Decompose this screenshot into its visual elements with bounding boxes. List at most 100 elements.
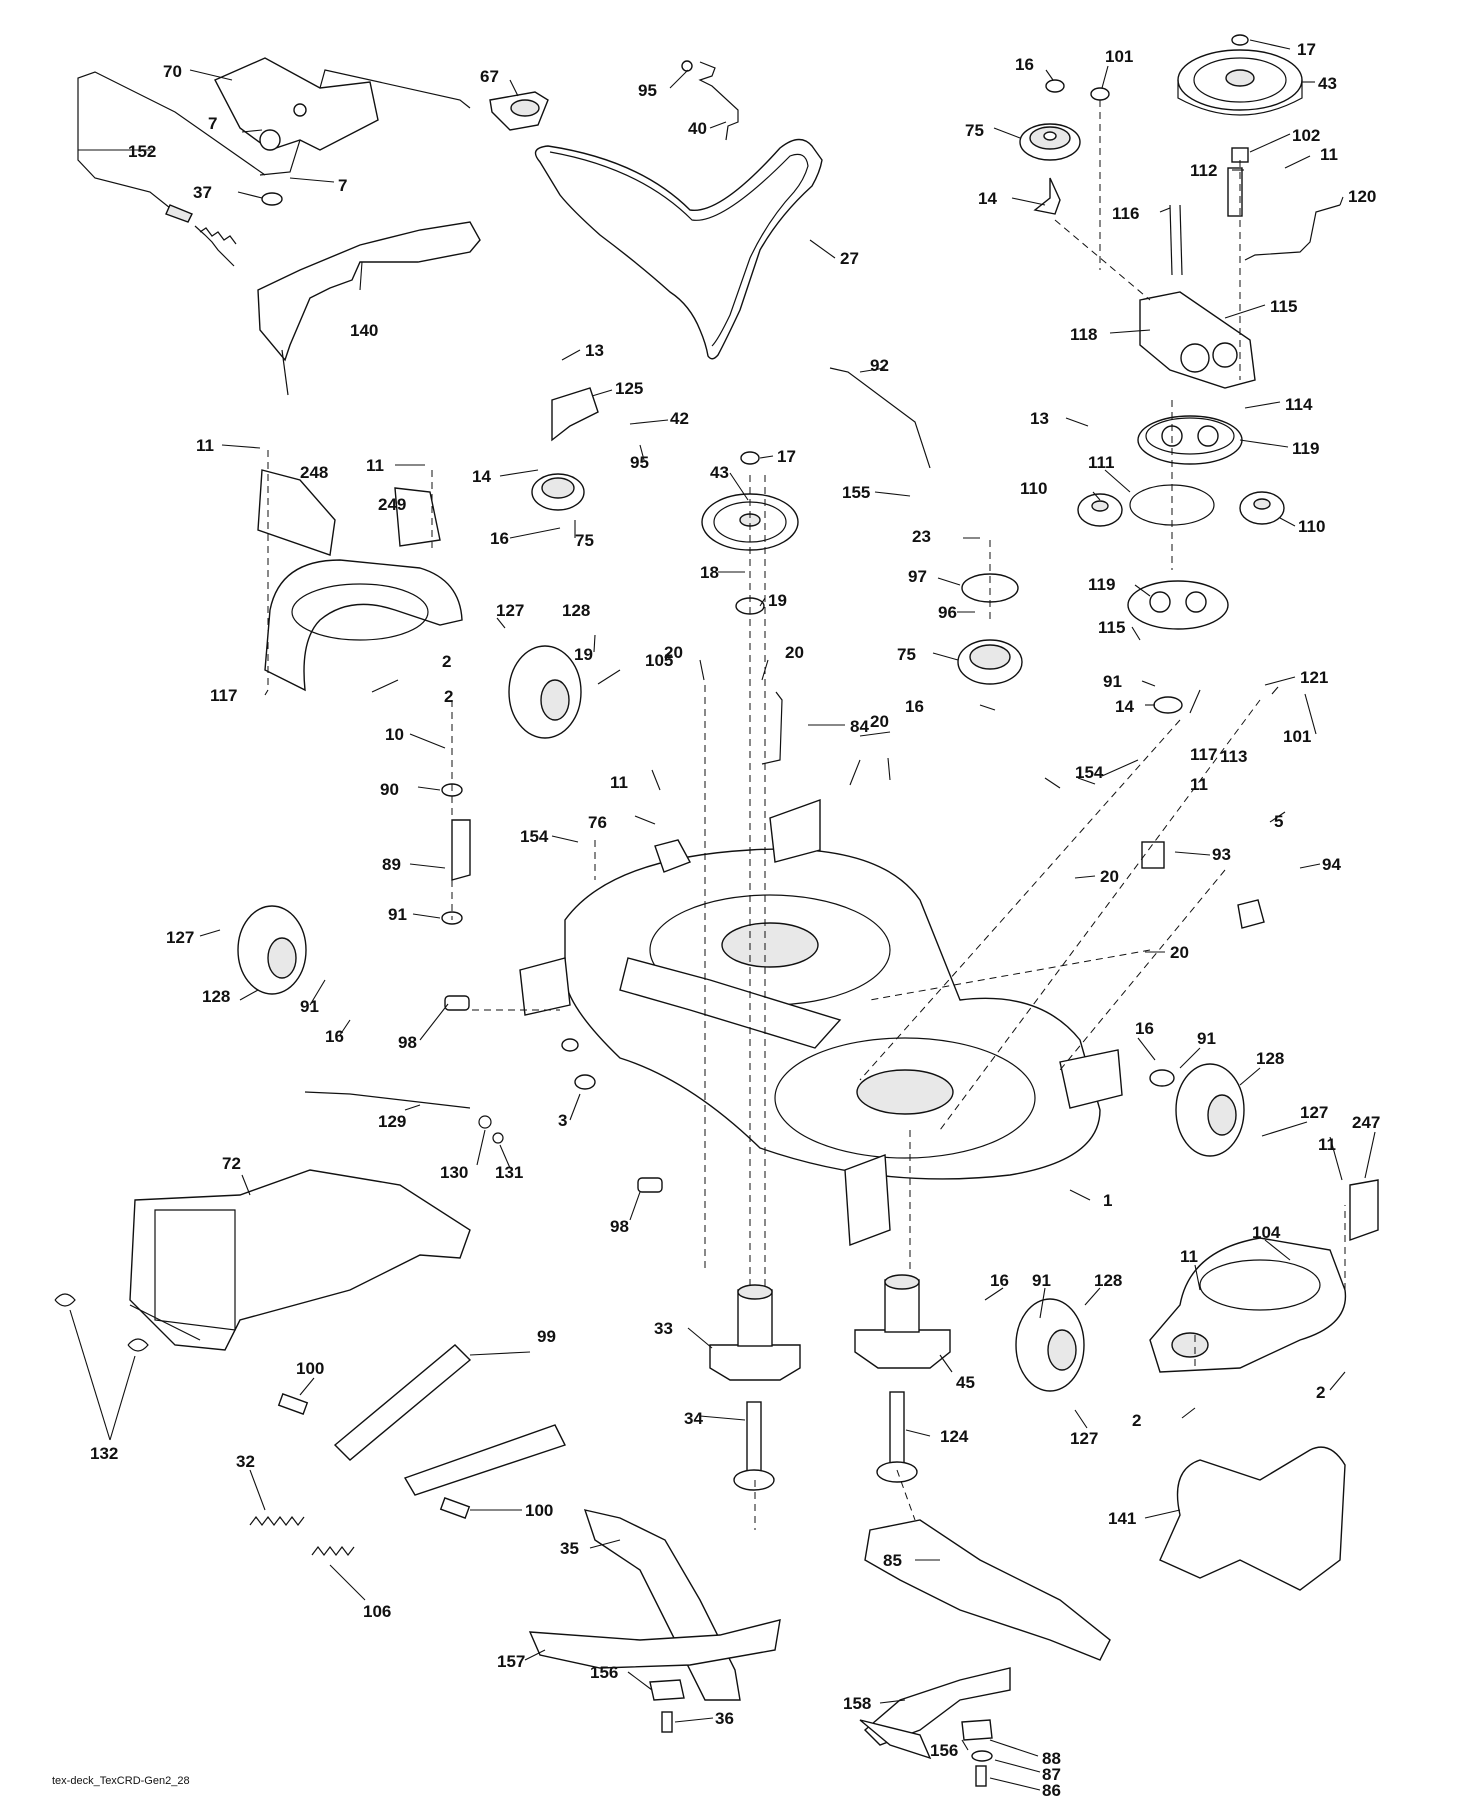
callout: 97 xyxy=(908,567,927,586)
nut-3b xyxy=(561,1038,579,1052)
callout: 154 xyxy=(520,827,549,846)
callout: 127 xyxy=(1070,1429,1098,1448)
callout: 11 xyxy=(196,436,214,455)
belt-guard-105 xyxy=(264,559,463,692)
callout: 104 xyxy=(1252,1223,1281,1242)
callout: 35 xyxy=(560,1539,579,1558)
callout: 18 xyxy=(700,563,719,582)
callout: 90 xyxy=(380,780,399,799)
callout: 248 xyxy=(300,463,328,482)
callout: 127 xyxy=(1300,1103,1328,1122)
blade-85 xyxy=(864,1519,1111,1661)
callout: 37 xyxy=(193,183,212,202)
bracket-125 xyxy=(551,387,599,442)
callout: 152 xyxy=(128,142,156,161)
callout-labels: 70 67 95 40 16 101 17 43 7 152 7 37 75 1… xyxy=(90,40,1380,1797)
callout: 127 xyxy=(496,601,524,620)
callout: 40 xyxy=(688,119,707,138)
gear-119-bottom xyxy=(1127,580,1229,630)
callout: 128 xyxy=(1256,1049,1284,1068)
callout: 115 xyxy=(1270,297,1297,316)
spring-120 xyxy=(1244,204,1341,261)
callout: 11 xyxy=(610,773,628,792)
callout: 121 xyxy=(1300,668,1328,687)
callout: 23 xyxy=(912,527,931,546)
callout: 7 xyxy=(208,114,217,133)
idler-75-right xyxy=(957,639,1023,685)
callout: 118 xyxy=(1070,325,1097,344)
spring-32 xyxy=(249,1516,305,1526)
callout: 43 xyxy=(710,463,729,482)
callout: 89 xyxy=(382,855,401,874)
callout: 14 xyxy=(472,467,491,486)
callout: 111 xyxy=(1088,453,1115,472)
callout: 16 xyxy=(990,1271,1009,1290)
callout: 110 xyxy=(1298,517,1325,536)
drive-belt xyxy=(534,138,823,360)
idler-75-left xyxy=(531,473,585,511)
wheel-128-b xyxy=(237,905,307,995)
washer-91-c xyxy=(1149,1069,1175,1087)
callout: 112 xyxy=(1190,161,1217,180)
callout: 43 xyxy=(1318,74,1337,93)
callout: 20 xyxy=(1100,867,1119,886)
callout: 91 xyxy=(1103,672,1122,691)
callout: 249 xyxy=(378,495,406,514)
callout: 100 xyxy=(525,1501,553,1520)
fitting-98-a xyxy=(444,995,470,1011)
callout: 27 xyxy=(840,249,859,268)
callout: 85 xyxy=(883,1551,902,1570)
arm-99 xyxy=(333,1344,566,1496)
callout: 19 xyxy=(768,591,787,610)
callout: 157 xyxy=(497,1652,525,1671)
spindle-33 xyxy=(709,1284,801,1381)
bearing-19-right xyxy=(1153,696,1183,714)
callout: 11 xyxy=(1320,145,1338,164)
callout: 17 xyxy=(1297,40,1316,59)
idler-75-top xyxy=(1019,123,1081,161)
clip-76 xyxy=(654,839,691,873)
callout: 2 xyxy=(1316,1383,1325,1402)
callout: 98 xyxy=(398,1033,417,1052)
callout: 131 xyxy=(495,1163,523,1182)
callout: 116 xyxy=(1112,204,1139,223)
bracket-94 xyxy=(1237,899,1265,929)
discharge-chute-72 xyxy=(129,1169,471,1351)
mower-deck-1 xyxy=(519,799,1123,1246)
nut-17-top xyxy=(1231,34,1249,46)
belt-guard-104 xyxy=(1149,1237,1347,1373)
nut-17-center xyxy=(740,451,760,465)
callout: 94 xyxy=(1322,855,1341,874)
pulley-43-top xyxy=(1177,49,1303,116)
spacer-102 xyxy=(1231,147,1249,163)
hardware-156-36 xyxy=(649,1679,993,1787)
lift-handle-knob xyxy=(489,91,549,131)
callout: 156 xyxy=(590,1663,618,1682)
callout: 86 xyxy=(1042,1781,1061,1797)
callout: 36 xyxy=(715,1709,734,1728)
callout: 110 xyxy=(1020,479,1047,498)
callout: 67 xyxy=(480,67,499,86)
callout: 106 xyxy=(363,1602,391,1621)
callout: 119 xyxy=(1292,439,1319,458)
bolts-116 xyxy=(1169,204,1183,276)
wheel-128-a xyxy=(508,645,582,739)
callout: 1 xyxy=(1103,1191,1112,1210)
callout: 34 xyxy=(684,1409,703,1428)
callout: 105 xyxy=(645,651,673,670)
shaft-34 xyxy=(733,1401,775,1491)
callout: 91 xyxy=(388,905,407,924)
callout: 16 xyxy=(905,697,924,716)
bracket-247 xyxy=(1349,1179,1379,1241)
callout: 101 xyxy=(1105,47,1133,66)
rod-84 xyxy=(761,691,783,765)
callout: 91 xyxy=(1032,1271,1051,1290)
callout: 42 xyxy=(670,409,689,428)
callout: 96 xyxy=(938,603,957,622)
callout: 3 xyxy=(558,1111,567,1130)
callout: 20 xyxy=(870,712,889,731)
callout: 16 xyxy=(1135,1019,1154,1038)
callout: 5 xyxy=(1274,812,1283,831)
rod-92 xyxy=(829,367,931,469)
